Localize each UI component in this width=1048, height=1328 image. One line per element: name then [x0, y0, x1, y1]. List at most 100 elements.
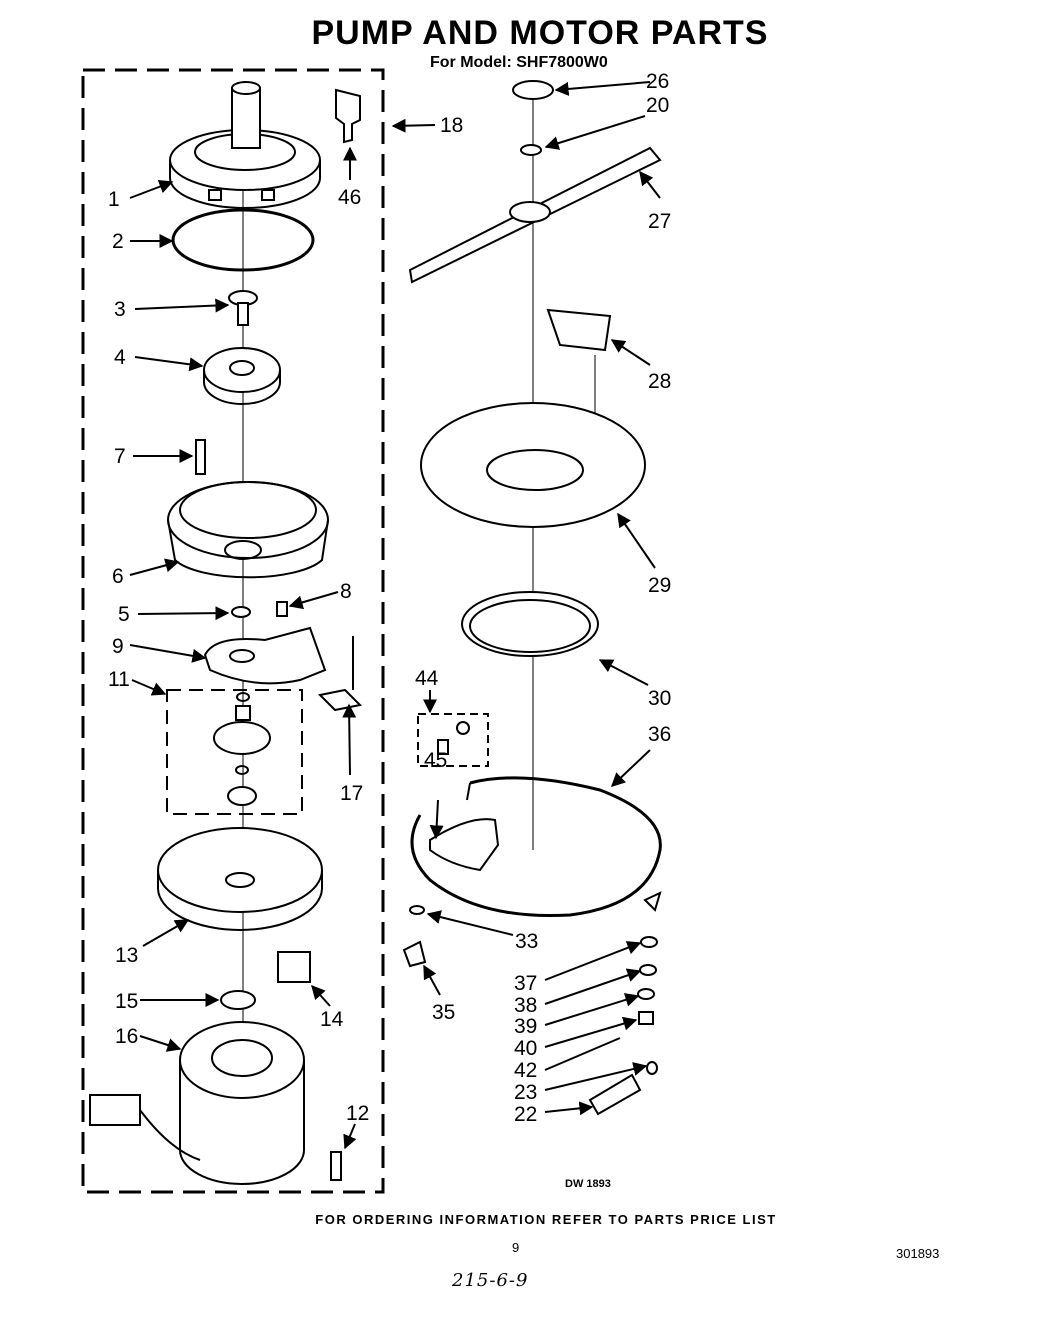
document-number: 301893	[896, 1246, 940, 1261]
ordering-note: FOR ORDERING INFORMATION REFER TO PARTS …	[315, 1212, 777, 1227]
washer-33-part	[409, 905, 425, 915]
callout-23: 23	[514, 1081, 537, 1104]
page-number: 9	[512, 1240, 520, 1255]
page-title: PUMP AND MOTOR PARTS	[311, 14, 769, 52]
leader-18	[391, 118, 436, 133]
callout-17: 17	[340, 782, 363, 805]
leader-37	[544, 941, 642, 981]
callout-26: 26	[646, 70, 669, 93]
leader-5	[137, 606, 230, 621]
hardware-stack	[637, 891, 662, 1025]
leader-11	[131, 679, 167, 696]
callout-36: 36	[648, 723, 671, 746]
seal-gasket-part	[461, 591, 599, 657]
leader-13	[142, 919, 190, 947]
bracket-part	[429, 818, 500, 872]
spacer-washer-part	[220, 990, 256, 1010]
pump-assembly-boundary	[81, 68, 385, 1194]
leader-42	[544, 1037, 621, 1071]
callout-15: 15	[115, 990, 138, 1013]
screw-part	[228, 290, 258, 326]
callout-28: 28	[648, 370, 671, 393]
leader-3	[134, 298, 230, 313]
clip-35-part	[402, 940, 427, 968]
hose-fitting-part	[588, 1073, 642, 1116]
impeller-part	[213, 692, 271, 806]
leader-4	[134, 356, 204, 372]
baffle-part	[546, 308, 612, 352]
callout-5: 5	[118, 603, 130, 626]
callout-29: 29	[648, 574, 671, 597]
leader-14	[311, 984, 331, 1007]
callout-7: 7	[114, 445, 126, 468]
bolt-part	[195, 439, 206, 475]
leader-36	[610, 749, 651, 787]
sensor-rod-part	[317, 636, 363, 712]
heating-element-part	[410, 776, 662, 918]
impeller-kit-boundary	[166, 689, 303, 815]
callout-3: 3	[114, 298, 126, 321]
callout-42: 42	[514, 1059, 537, 1082]
leader-45	[429, 799, 444, 840]
leader-30	[598, 659, 649, 686]
arm-washer-part	[520, 144, 542, 156]
drawing-code: DW 1893	[565, 1178, 611, 1190]
leader-33	[426, 910, 514, 936]
callout-2: 2	[112, 230, 124, 253]
strainer-disk-part	[420, 402, 646, 528]
callout-4: 4	[114, 346, 126, 369]
clip-part	[335, 88, 361, 144]
leader-9	[129, 644, 207, 663]
leader-1	[129, 179, 174, 199]
callout-38: 38	[514, 994, 537, 1017]
brush-part	[277, 951, 311, 983]
leader-17	[342, 703, 357, 776]
callout-20: 20	[646, 94, 669, 117]
motor-mount-plate-part	[157, 827, 323, 931]
leader-29	[617, 512, 656, 569]
kit-44-boundary	[417, 713, 489, 767]
leader-38	[544, 968, 642, 1005]
leader-8	[288, 591, 339, 610]
leader-27	[639, 170, 661, 199]
motor-part	[89, 1021, 305, 1185]
kit-44-nut	[437, 739, 449, 755]
leader-16	[139, 1035, 182, 1052]
callout-14: 14	[320, 1008, 344, 1031]
callout-27: 27	[648, 210, 671, 233]
callout-33: 33	[515, 930, 538, 953]
callout-46: 46	[338, 186, 361, 209]
pump-cover-part	[169, 81, 321, 209]
leader-35	[423, 964, 441, 996]
model-subtitle: For Model: SHF7800W0	[430, 54, 608, 71]
washer-part	[231, 606, 251, 618]
screw-8-part	[276, 601, 288, 617]
leader-26	[554, 81, 651, 96]
kit-44-fastener	[456, 721, 470, 735]
leader-28	[610, 339, 651, 366]
callout-12: 12	[346, 1102, 369, 1125]
callout-40: 40	[514, 1037, 537, 1060]
leader-22	[544, 1101, 594, 1116]
plate-part	[203, 626, 327, 685]
callout-44: 44	[415, 667, 439, 690]
callout-39: 39	[514, 1015, 537, 1038]
leader-39	[544, 993, 640, 1026]
callout-6: 6	[112, 565, 124, 588]
pump-housing-part	[167, 481, 329, 579]
handwritten-note: 215-6-9	[452, 1270, 529, 1291]
callout-30: 30	[648, 687, 671, 710]
callout-37: 37	[514, 972, 537, 995]
screw-12-part	[330, 1151, 342, 1181]
callout-16: 16	[115, 1025, 138, 1048]
leader-20	[544, 115, 646, 150]
callout-45: 45	[424, 749, 447, 772]
callout-18: 18	[440, 114, 463, 137]
callout-13: 13	[115, 944, 138, 967]
callout-9: 9	[112, 635, 124, 658]
leader-6	[129, 558, 180, 576]
callout-1: 1	[108, 188, 120, 211]
callout-11: 11	[108, 668, 130, 691]
impeller-housing-part	[203, 347, 281, 405]
